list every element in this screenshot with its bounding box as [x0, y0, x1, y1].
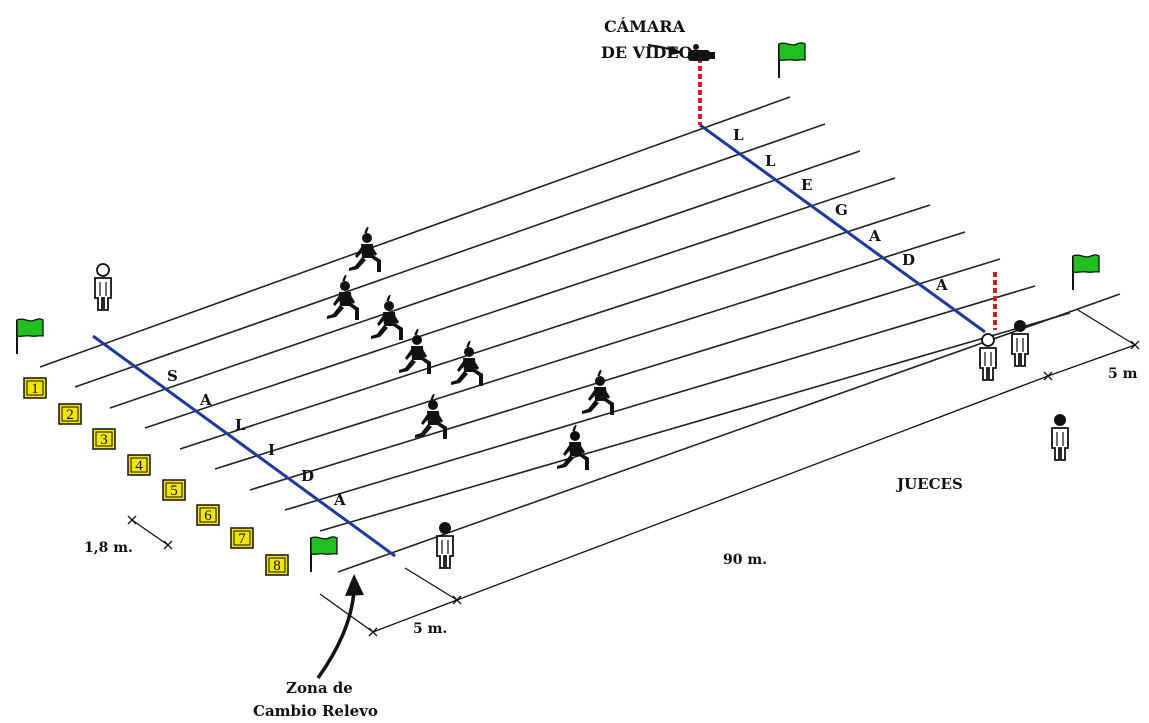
camera-arrowhead	[670, 46, 682, 55]
lane-number: 2	[66, 407, 74, 423]
lane-line	[39, 96, 791, 368]
runner-icon	[450, 340, 484, 387]
runner-icon	[414, 393, 448, 440]
judge-icon	[94, 263, 112, 311]
video-camera-icon	[688, 44, 715, 61]
lane-box: 5	[162, 479, 186, 501]
runner-icon	[556, 424, 590, 471]
lane-box: 6	[196, 504, 220, 526]
lane-box: 2	[58, 403, 82, 425]
start-letter: D	[301, 467, 314, 485]
start-letter: A	[199, 391, 212, 409]
lane-number: 3	[100, 432, 108, 448]
finish-letter: G	[835, 201, 848, 219]
lane-line	[74, 123, 826, 388]
zone-pointer-arrow	[316, 589, 356, 680]
lane-line	[214, 231, 966, 470]
lane-number: 8	[273, 558, 281, 574]
lane-line	[144, 177, 896, 429]
start-line-letters: S A L I D A	[167, 367, 346, 509]
zone-arrowhead	[345, 574, 364, 596]
finish-line	[699, 123, 986, 334]
runner-icon	[398, 328, 432, 375]
judge-icon	[436, 521, 454, 569]
finish-letter: E	[801, 176, 812, 194]
lane-line	[337, 293, 1121, 573]
lane-line	[284, 285, 1036, 511]
judges-label: JUECES	[895, 475, 963, 493]
lane-width-label: 1,8 m.	[84, 540, 133, 556]
start-letter: I	[268, 441, 275, 459]
distance-label: 90 m.	[723, 552, 767, 568]
judge-icon	[1051, 413, 1069, 461]
runner-icon	[348, 226, 382, 273]
lane-box: 3	[92, 428, 116, 450]
dimension-lines	[127, 309, 1140, 637]
lane-box: 8	[265, 554, 289, 576]
flag-icon	[16, 317, 44, 355]
lane-box: 1	[23, 377, 47, 399]
lane-line	[249, 258, 1001, 491]
lane-number: 4	[135, 458, 143, 474]
start-letter: L	[235, 416, 246, 434]
finish-letter: A	[935, 276, 948, 294]
flag-icon	[1072, 253, 1100, 291]
lane-box: 4	[127, 454, 151, 476]
judge-icon	[979, 333, 997, 381]
zone-near-width-label: 5 m.	[413, 621, 447, 637]
camera-label-line1: CÁMARA	[604, 16, 686, 36]
finish-letter: L	[733, 126, 744, 144]
start-letter: A	[333, 491, 346, 509]
flag-icon	[778, 41, 806, 79]
finish-line-letters: L L E G A D A	[733, 126, 948, 294]
zone-label-line1: Zona de	[286, 679, 353, 697]
lane-line	[179, 204, 931, 450]
lane-line	[109, 150, 861, 409]
camera-label-line2: DE VIDEO	[601, 43, 693, 62]
lane-number: 6	[204, 508, 212, 524]
start-letter: S	[167, 367, 178, 385]
lane-box: 7	[230, 527, 254, 549]
runner-icon	[581, 369, 615, 416]
lane-number-boxes: 1 2 3 4 5 6 7	[23, 377, 289, 576]
finish-letter: A	[868, 227, 881, 245]
lane-line	[319, 312, 1071, 532]
start-line	[92, 334, 396, 558]
zone-far-width-label: 5 m	[1108, 366, 1138, 382]
finish-letter: D	[902, 251, 915, 269]
flag-icon	[310, 535, 338, 573]
zone-label-line2: Cambio Relevo	[253, 702, 378, 720]
lane-number: 1	[31, 381, 39, 397]
finish-letter: L	[765, 152, 776, 170]
lane-number: 5	[170, 483, 178, 499]
lane-number: 7	[238, 531, 246, 547]
judge-icon	[1011, 319, 1029, 367]
lane-lines	[39, 96, 1121, 573]
